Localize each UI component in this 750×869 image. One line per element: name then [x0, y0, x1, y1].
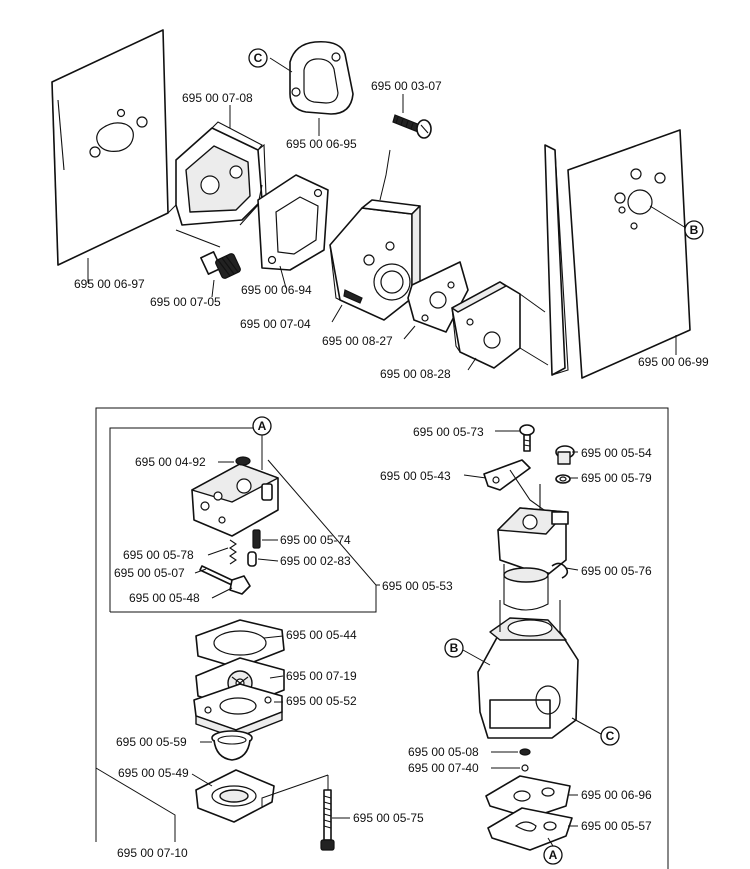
callout-c-top: C	[248, 48, 268, 68]
label-cover-49: 695 00 05-49	[118, 766, 189, 780]
label-gasket-c: 695 00 06-95	[286, 137, 357, 151]
callout-a-bottom: A	[543, 845, 563, 865]
plate-drawing	[451, 281, 521, 369]
screw-75-drawing	[320, 775, 335, 851]
label-gasket-left: 695 00 06-97	[74, 277, 145, 291]
label-fitting: 695 00 07-05	[150, 295, 221, 309]
gasket-mid-drawing	[257, 174, 329, 271]
kit-small-parts-drawing	[199, 529, 261, 595]
label-spring-78: 695 00 05-78	[123, 548, 194, 562]
label-gasket-96: 695 00 06-96	[581, 788, 652, 802]
label-arm-43: 695 00 05-43	[380, 469, 451, 483]
gasket-left-drawing	[51, 29, 169, 266]
label-bulb-59: 695 00 05-59	[116, 735, 187, 749]
label-block: 695 00 07-04	[240, 317, 311, 331]
gasket-c-drawing	[289, 40, 354, 115]
label-diaphragm-57: 695 00 05-57	[581, 819, 652, 833]
washer-79-drawing	[555, 474, 571, 484]
pump-52-drawing	[193, 683, 283, 739]
washer-40-drawing	[521, 764, 529, 772]
carb-body-drawing	[477, 600, 579, 739]
label-pin-83: 695 00 02-83	[280, 554, 351, 568]
cover-top-drawing	[175, 121, 267, 248]
label-screw-73: 695 00 05-73	[413, 425, 484, 439]
label-screw-75: 695 00 05-75	[353, 811, 424, 825]
label-cap-54: 695 00 05-54	[581, 446, 652, 460]
label-clip-76: 695 00 05-76	[581, 564, 652, 578]
diaphragm-44-drawing	[195, 619, 285, 669]
outer-frame	[95, 407, 669, 869]
label-gasket-mid: 695 00 06-94	[241, 283, 312, 297]
cap-54-drawing	[555, 445, 575, 465]
diaphragm-57-drawing	[487, 807, 573, 851]
carb-top-drawing	[497, 507, 569, 611]
svg-text:B: B	[450, 641, 459, 655]
arm-43-drawing	[483, 459, 545, 511]
label-washer-79: 695 00 05-79	[581, 471, 652, 485]
gasket-96-drawing	[485, 775, 571, 819]
callout-a-kit: A	[252, 416, 272, 436]
label-needle-74: 695 00 05-74	[280, 533, 351, 547]
label-washer-40: 695 00 07-40	[408, 761, 479, 775]
bulb-59-drawing	[211, 730, 253, 761]
label-kit-53: 695 00 05-53	[382, 579, 453, 593]
label-pin-07: 695 00 05-07	[114, 566, 185, 580]
label-washer-a: 695 00 04-92	[135, 455, 206, 469]
label-plate: 695 00 08-28	[380, 367, 451, 381]
label-screw-top: 695 00 03-07	[371, 79, 442, 93]
callout-b-top: B	[684, 220, 704, 240]
label-pump-52: 695 00 05-52	[286, 694, 357, 708]
label-lever-48: 695 00 05-48	[129, 591, 200, 605]
label-ball-08: 695 00 05-08	[408, 745, 479, 759]
label-gasket-19: 695 00 07-19	[286, 669, 357, 683]
svg-text:C: C	[254, 51, 263, 65]
screw-73-drawing	[519, 424, 535, 452]
label-diaphragm-44: 695 00 05-44	[286, 628, 357, 642]
gasket-right-drawing	[544, 129, 691, 379]
label-gasket-small: 695 00 08-27	[322, 334, 393, 348]
label-carb-10: 695 00 07-10	[117, 846, 188, 860]
label-cover-top: 695 00 07-08	[182, 91, 253, 105]
label-gasket-right: 695 00 06-99	[638, 355, 709, 369]
cover-49-drawing	[195, 769, 275, 823]
svg-text:B: B	[690, 223, 699, 237]
callout-b-bottom: B	[444, 638, 464, 658]
fitting-drawing	[200, 251, 241, 279]
svg-text:A: A	[258, 419, 267, 433]
ball-08-drawing	[519, 748, 531, 756]
block-drawing	[329, 199, 421, 321]
callout-c-bottom: C	[600, 726, 620, 746]
metering-body-drawing	[191, 456, 279, 537]
svg-text:C: C	[606, 729, 615, 743]
screw-top-drawing	[392, 114, 432, 139]
kit-box	[109, 427, 255, 612]
svg-text:A: A	[549, 848, 558, 862]
